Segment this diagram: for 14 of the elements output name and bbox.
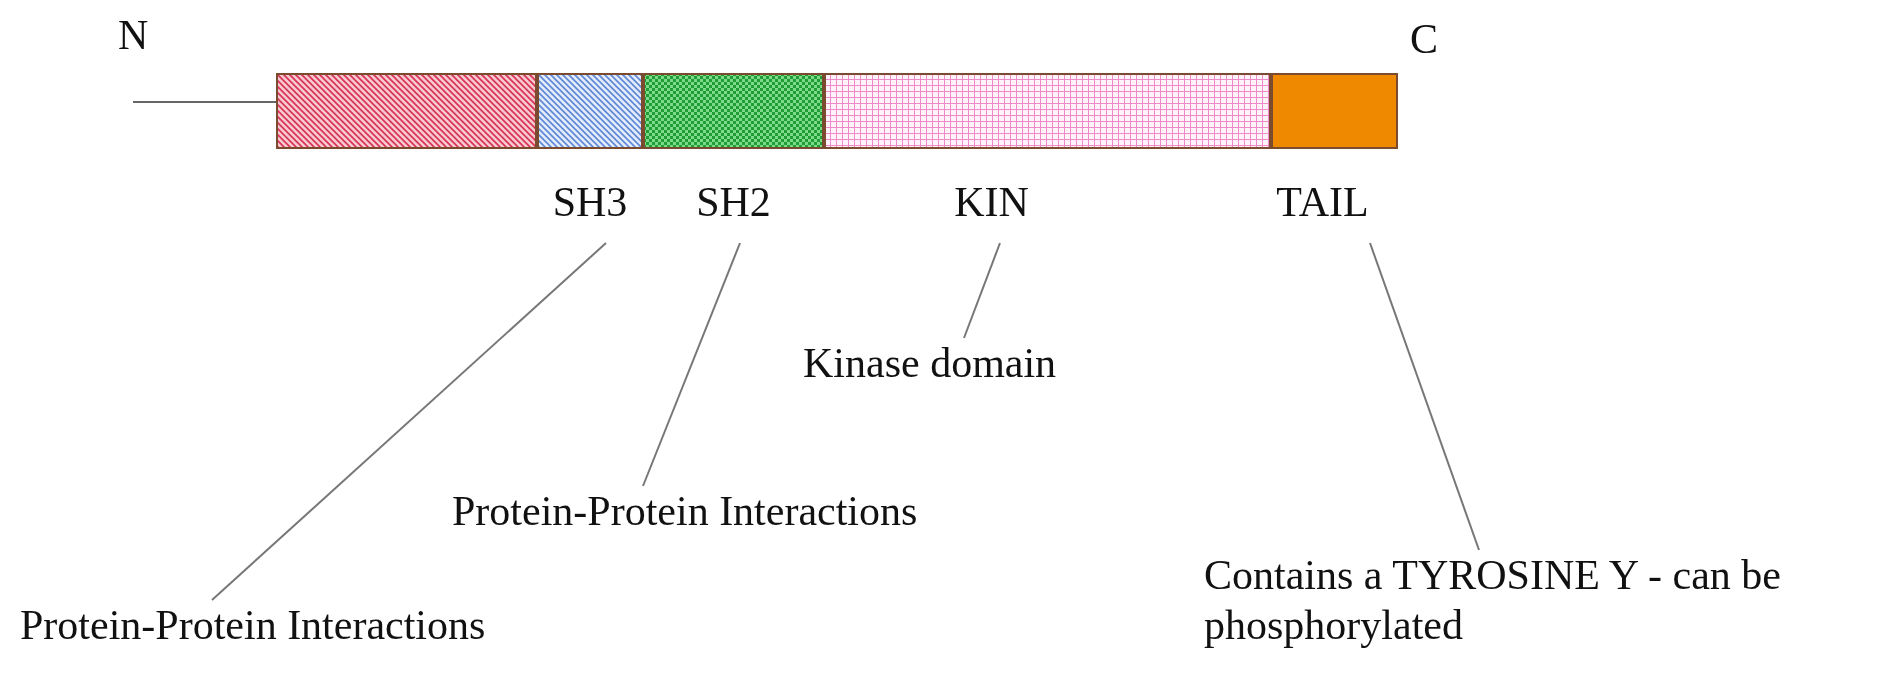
leader-line bbox=[963, 242, 1001, 339]
leader-line bbox=[211, 242, 607, 601]
domain-label: TAIL bbox=[1275, 179, 1370, 225]
annotation-text: Protein-Protein Interactions bbox=[452, 487, 919, 536]
leader-line bbox=[642, 242, 741, 487]
domain-label: SH3 bbox=[551, 179, 629, 225]
leader-line bbox=[1369, 242, 1480, 551]
terminus-label: N bbox=[118, 12, 149, 58]
annotation-text: Kinase domain bbox=[803, 339, 1058, 388]
domain-label: SH2 bbox=[695, 179, 772, 225]
annotation-text: Protein-Protein Interactions bbox=[20, 601, 487, 650]
annotation-text: Contains a TYROSINE Y - can be phosphorylated bbox=[1204, 551, 1782, 650]
terminus-label: C bbox=[1410, 16, 1438, 62]
domain-label: KIN bbox=[953, 179, 1030, 225]
